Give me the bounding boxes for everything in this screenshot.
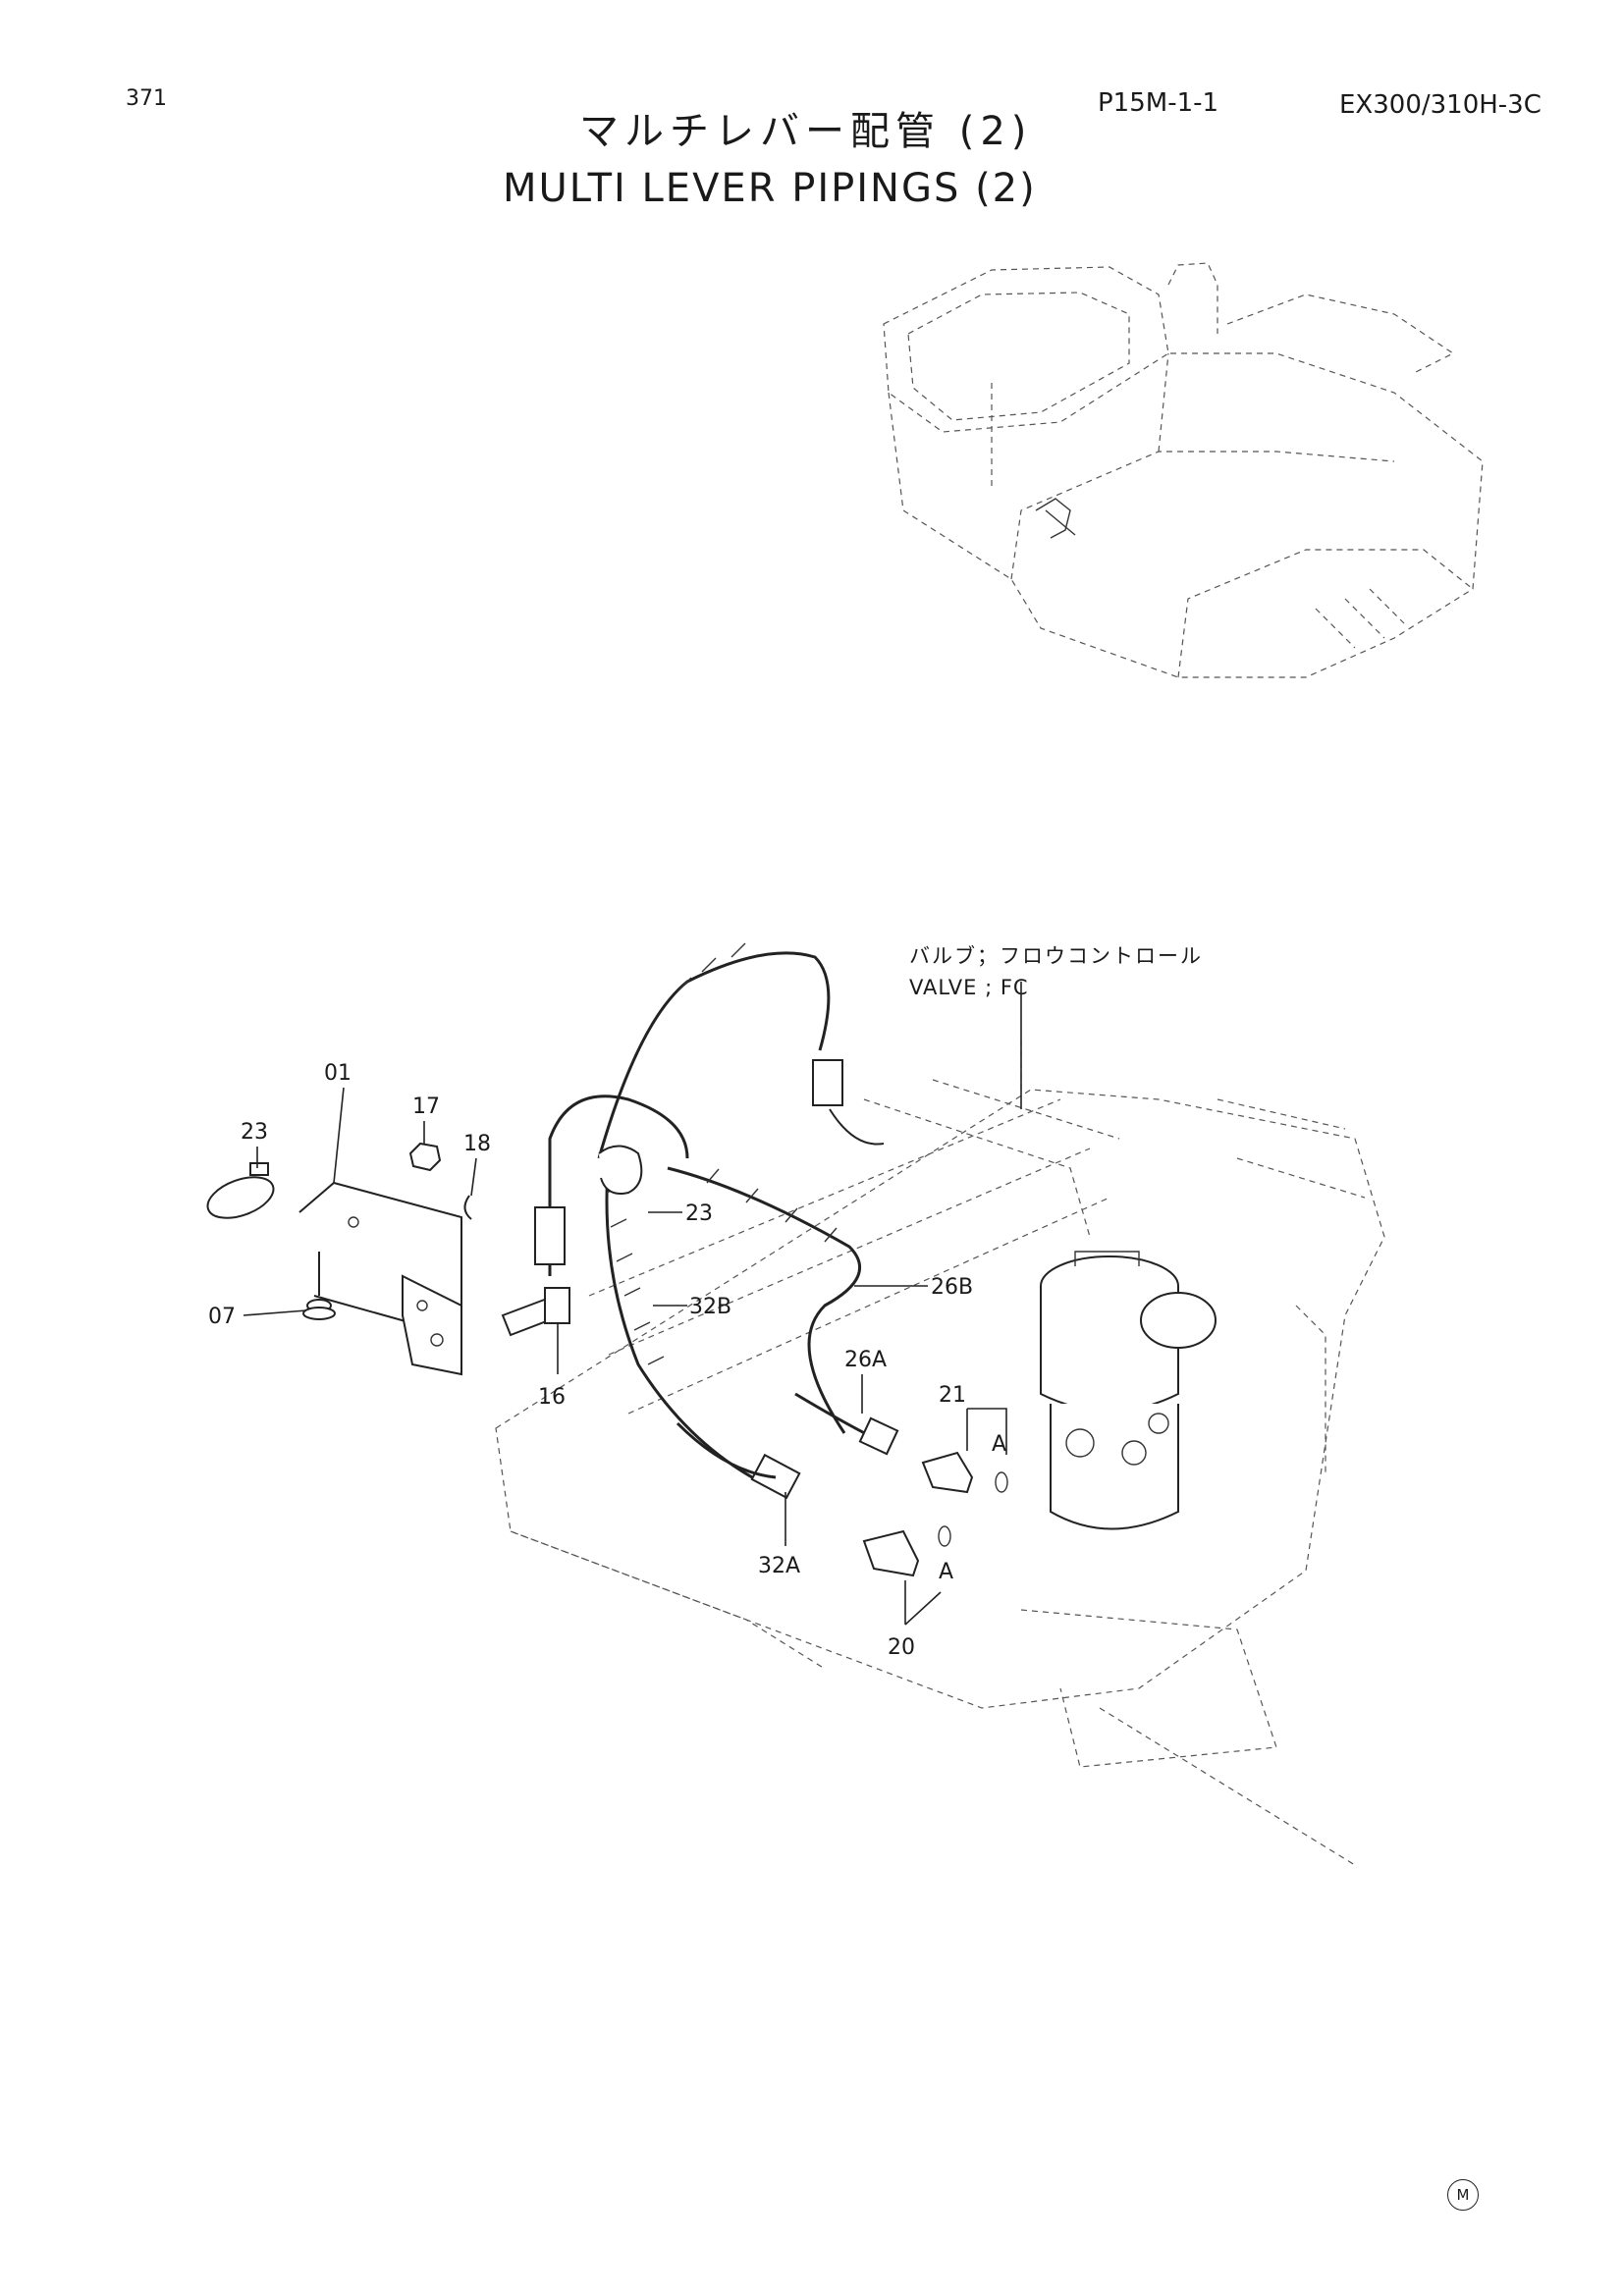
callout-07: 07: [208, 1305, 236, 1329]
page-number: 371: [126, 86, 167, 111]
pilot-valve: [1040, 1251, 1217, 1530]
hose-part-32B: [534, 1095, 801, 1500]
model-code: EX300/310H-3C: [1339, 90, 1542, 120]
callout-23-clamp: 23: [241, 1120, 268, 1145]
page-title-english: MULTI LEVER PIPINGS (2): [503, 166, 1037, 211]
nut-part-17: [408, 1142, 442, 1172]
callout-A-upper: A: [992, 1432, 1006, 1457]
page-title-japanese: マルチレバー配管 (2): [579, 109, 1033, 154]
callout-21: 21: [939, 1383, 966, 1408]
hose-part-26B: [597, 951, 885, 1434]
callout-20: 20: [888, 1635, 915, 1660]
valve-label-japanese: バルブ；フロウコントロール: [909, 944, 1203, 968]
callout-32B: 32B: [689, 1295, 731, 1319]
callout-23-hose-clamp: 23: [685, 1201, 713, 1226]
callout-01: 01: [324, 1061, 352, 1086]
excavator-overview-sketch: [883, 262, 1484, 678]
adapter-part-20: [862, 1525, 951, 1577]
callout-18: 18: [463, 1132, 491, 1156]
page-code: P15M-1-1: [1098, 88, 1219, 118]
flow-control-valve-body: [495, 1041, 1385, 1866]
callout-16: 16: [538, 1385, 566, 1410]
leader-lines: [243, 982, 1022, 1626]
callout-26A: 26A: [844, 1348, 887, 1372]
callout-A-lower: A: [939, 1560, 953, 1584]
callout-32A: 32A: [758, 1554, 800, 1578]
hose-part-32A: [676, 1421, 777, 1479]
bolt-part-07: [302, 1252, 336, 1320]
hose-clamp-part-23: [206, 1162, 275, 1219]
hose-part-26A: [794, 1392, 899, 1456]
callout-17: 17: [412, 1095, 440, 1119]
adapter-part-21: [921, 1451, 1008, 1494]
bracket-part-01: [298, 1181, 462, 1376]
callout-labels: 01 23 17 18 07 16 23 32B 26B 26A 21 A A …: [208, 1061, 1006, 1660]
footer-circle-mark: M: [1447, 2179, 1479, 2211]
callout-26B: 26B: [931, 1275, 973, 1300]
valve-label-english: VALVE ; FC: [909, 976, 1029, 999]
fitting-part-16: [501, 1287, 570, 1337]
washer-part-18: [463, 1195, 472, 1220]
hose-clamp-part-23-on-hose: [598, 1145, 643, 1195]
